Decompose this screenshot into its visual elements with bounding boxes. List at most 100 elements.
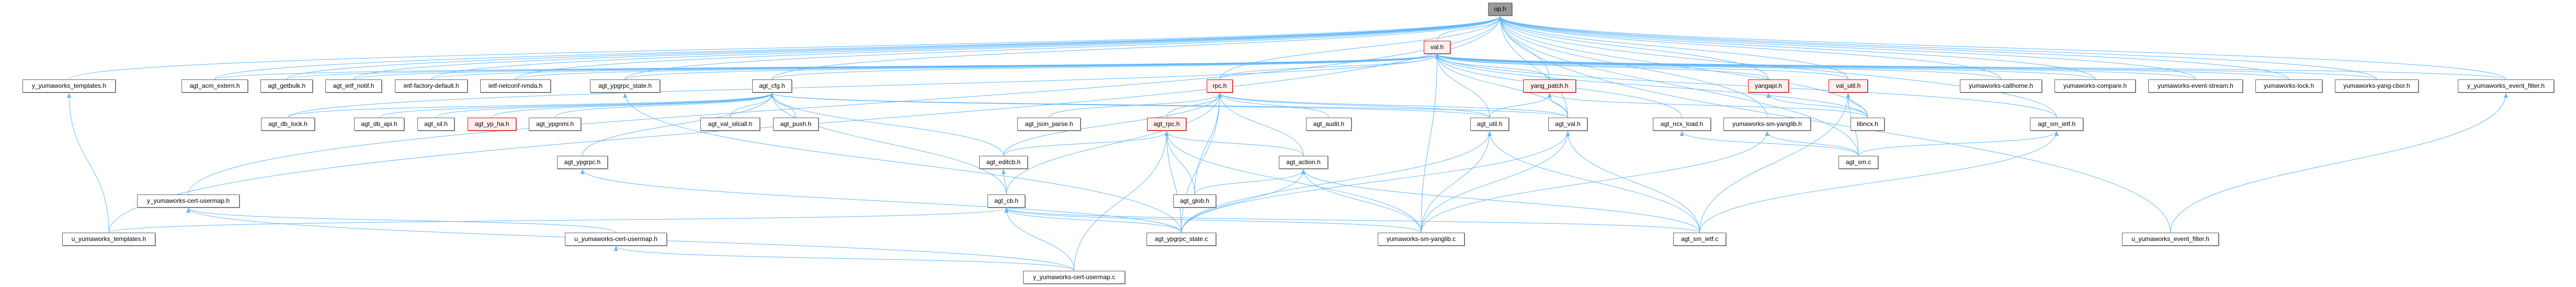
node-agt-ncx-load-h[interactable]: agt_ncx_load.h bbox=[1653, 118, 1711, 131]
node-agt-sm-c[interactable]: agt_sm.c bbox=[1839, 156, 1878, 169]
node-y-yumaworks-cert-usermap-c[interactable]: y_yumaworks-cert-usermap.c bbox=[1023, 271, 1125, 284]
node-rpc-h[interactable]: rpc.h bbox=[1207, 79, 1233, 93]
edge-25 bbox=[1498, 16, 2171, 233]
edge-0 bbox=[1437, 16, 1502, 41]
edge-113 bbox=[623, 93, 1182, 233]
edge-107 bbox=[186, 208, 616, 233]
node-agt-action-h[interactable]: agt_action.h bbox=[1279, 156, 1328, 169]
node-agt-ypgrpc-state-h[interactable]: agt_ypgrpc_state.h bbox=[590, 79, 660, 93]
node-agt-glob-h[interactable]: agt_glob.h bbox=[1173, 194, 1216, 208]
edge-55 bbox=[554, 93, 774, 118]
edge-106 bbox=[1858, 131, 2059, 156]
node-yumaworks-compare-h[interactable]: yumaworks-compare.h bbox=[2055, 79, 2136, 93]
node-yang-patch-h[interactable]: yang_patch.h bbox=[1523, 79, 1576, 93]
edge-32 bbox=[625, 54, 1439, 80]
edge-48 bbox=[1435, 54, 2057, 118]
node-agt-acm-extern-h[interactable]: agt_acm_extern.h bbox=[181, 79, 248, 93]
node-agt-json-parse-h[interactable]: agt_json_parse.h bbox=[1017, 118, 1081, 131]
edge-28 bbox=[286, 54, 1439, 80]
edge-77 bbox=[1074, 131, 1169, 271]
node-libncx-h[interactable]: libncx.h bbox=[1851, 118, 1885, 131]
edge-34 bbox=[1219, 54, 1439, 80]
edge-70 bbox=[1181, 93, 1222, 233]
node-val-util-h[interactable]: val_util.h bbox=[1829, 79, 1868, 93]
node-agt-audit-h[interactable]: agt_audit.h bbox=[1306, 118, 1352, 131]
node-agt-sm-ietf-h[interactable]: agt_sm_ietf.h bbox=[2030, 118, 2083, 131]
edge-103 bbox=[1699, 93, 1851, 233]
node-u-yumaworks-cert-usermap-h[interactable]: u_yumaworks-cert-usermap.h bbox=[565, 233, 667, 246]
node-agt-ypgrpc-state-c[interactable]: agt_ypgrpc_state.c bbox=[1147, 233, 1216, 246]
edge-49 bbox=[1421, 54, 1439, 233]
edge-89 bbox=[1489, 93, 1552, 118]
node-agt-db-api-h[interactable]: agt_db_api.h bbox=[354, 118, 404, 131]
edge-18 bbox=[1498, 16, 2506, 80]
node-u-yumaworks-templates-h[interactable]: u_yumaworks_templates.h bbox=[62, 233, 155, 246]
edge-4 bbox=[353, 16, 1502, 80]
node-yumaworks-yang-cbor-h[interactable]: yumaworks-yang-cbor.h bbox=[2335, 79, 2419, 93]
edge-36 bbox=[1435, 54, 1769, 80]
node-yumaworks-callhome-h[interactable]: yumaworks-callhome.h bbox=[1960, 79, 2042, 93]
node-y-yumaworks-templates-h[interactable]: y_yumaworks_templates.h bbox=[22, 79, 116, 93]
edge-22 bbox=[1498, 16, 1859, 156]
node-agt-yp-ha-h[interactable]: agt_yp_ha.h bbox=[468, 118, 516, 131]
node-yumaworks-sm-yanglib-h[interactable]: yumaworks-sm-yanglib.h bbox=[1723, 118, 1811, 131]
edge-81 bbox=[1004, 208, 1074, 271]
edge-92 bbox=[1421, 131, 1492, 233]
node-yangapi-h[interactable]: yangapi.h bbox=[1748, 79, 1789, 93]
node-agt-cfg-h[interactable]: agt_cfg.h bbox=[752, 79, 792, 93]
edge-14 bbox=[1498, 16, 2095, 80]
edge-24 bbox=[188, 16, 1502, 195]
edge-112 bbox=[580, 169, 1182, 233]
node-agt-db-lock-h[interactable]: agt_db_lock.h bbox=[261, 118, 315, 131]
edge-85 bbox=[1194, 169, 1306, 195]
node-agt-val-h[interactable]: agt_val.h bbox=[1548, 118, 1587, 131]
edge-37 bbox=[1435, 54, 1848, 80]
edge-111 bbox=[2170, 93, 2508, 233]
node-agt-getbulk-h[interactable]: agt_getbulk.h bbox=[260, 79, 313, 93]
node-yumaworks-event-stream-h[interactable]: yumaworks-event-stream.h bbox=[2148, 79, 2243, 93]
node-y-yumaworks-event-filter-h[interactable]: y_yumaworks_event_filter.h bbox=[2458, 79, 2554, 93]
node-yumaworks-sm-yanglib-c[interactable]: yumaworks-sm-yanglib.c bbox=[1378, 233, 1465, 246]
node-agt-rpc-h[interactable]: agt_rpc.h bbox=[1147, 118, 1186, 131]
node-agt-ietf-notif-h[interactable]: agt_ietf_notif.h bbox=[325, 79, 382, 93]
edge-39 bbox=[1435, 54, 2095, 80]
node-u-yumaworks-event-filter-h[interactable]: u_yumaworks_event_filter.h bbox=[2122, 233, 2219, 246]
node-agt-editcb-h[interactable]: agt_editcb.h bbox=[979, 156, 1028, 169]
node-yumaworks-lock-h[interactable]: yumaworks-lock.h bbox=[2255, 79, 2322, 93]
edge-99 bbox=[1421, 131, 1769, 233]
edge-64 bbox=[1049, 93, 1222, 118]
edge-53 bbox=[436, 93, 774, 118]
edge-21 bbox=[1498, 16, 1868, 118]
edge-7 bbox=[625, 16, 1502, 80]
node-agt-sm-ietf-c[interactable]: agt_sm_ietf.c bbox=[1673, 233, 1726, 246]
node-ietf-netconf-nmda-h[interactable]: ietf-netconf-nmda.h bbox=[480, 79, 551, 93]
node-val-h[interactable]: val.h bbox=[1424, 41, 1450, 54]
node-y-yumaworks-cert-usermap-h[interactable]: y_yumaworks-cert-usermap.h bbox=[137, 194, 240, 208]
edge-3 bbox=[286, 16, 1502, 80]
edge-67 bbox=[1006, 93, 1222, 195]
node-agt-sil-h[interactable]: agt_sil.h bbox=[417, 118, 455, 131]
edge-35 bbox=[1435, 54, 1550, 80]
node-agt-ypgnmi-h[interactable]: agt_ypgnmi.h bbox=[529, 118, 581, 131]
node-agt-cb-h[interactable]: agt_cb.h bbox=[988, 194, 1025, 208]
edge-41 bbox=[1435, 54, 2289, 80]
edge-69 bbox=[1218, 93, 1304, 156]
edge-101 bbox=[1846, 93, 1868, 118]
node-agt-push-h[interactable]: agt_push.h bbox=[773, 118, 819, 131]
edge-61 bbox=[582, 93, 774, 156]
edge-5 bbox=[431, 16, 1502, 80]
node-agt-val-silcall-h[interactable]: agt_val_silcall.h bbox=[700, 118, 760, 131]
edge-76 bbox=[1164, 131, 1182, 233]
edge-83 bbox=[1004, 208, 1700, 233]
node-agt-ypgrpc-h[interactable]: agt_ypgrpc.h bbox=[557, 156, 608, 169]
node-ietf-factory-default-h[interactable]: ietf-factory-default.h bbox=[395, 79, 468, 93]
edge-16 bbox=[1498, 16, 2289, 80]
edge-74 bbox=[1164, 131, 1195, 195]
edge-79 bbox=[1001, 169, 1007, 195]
edge-90 bbox=[1547, 93, 1568, 118]
node-agt-util-h[interactable]: agt_util.h bbox=[1470, 118, 1509, 131]
edge-84 bbox=[108, 208, 1008, 233]
edge-27 bbox=[214, 54, 1439, 80]
edge-72 bbox=[1218, 93, 1568, 118]
edge-100 bbox=[1679, 131, 1859, 156]
